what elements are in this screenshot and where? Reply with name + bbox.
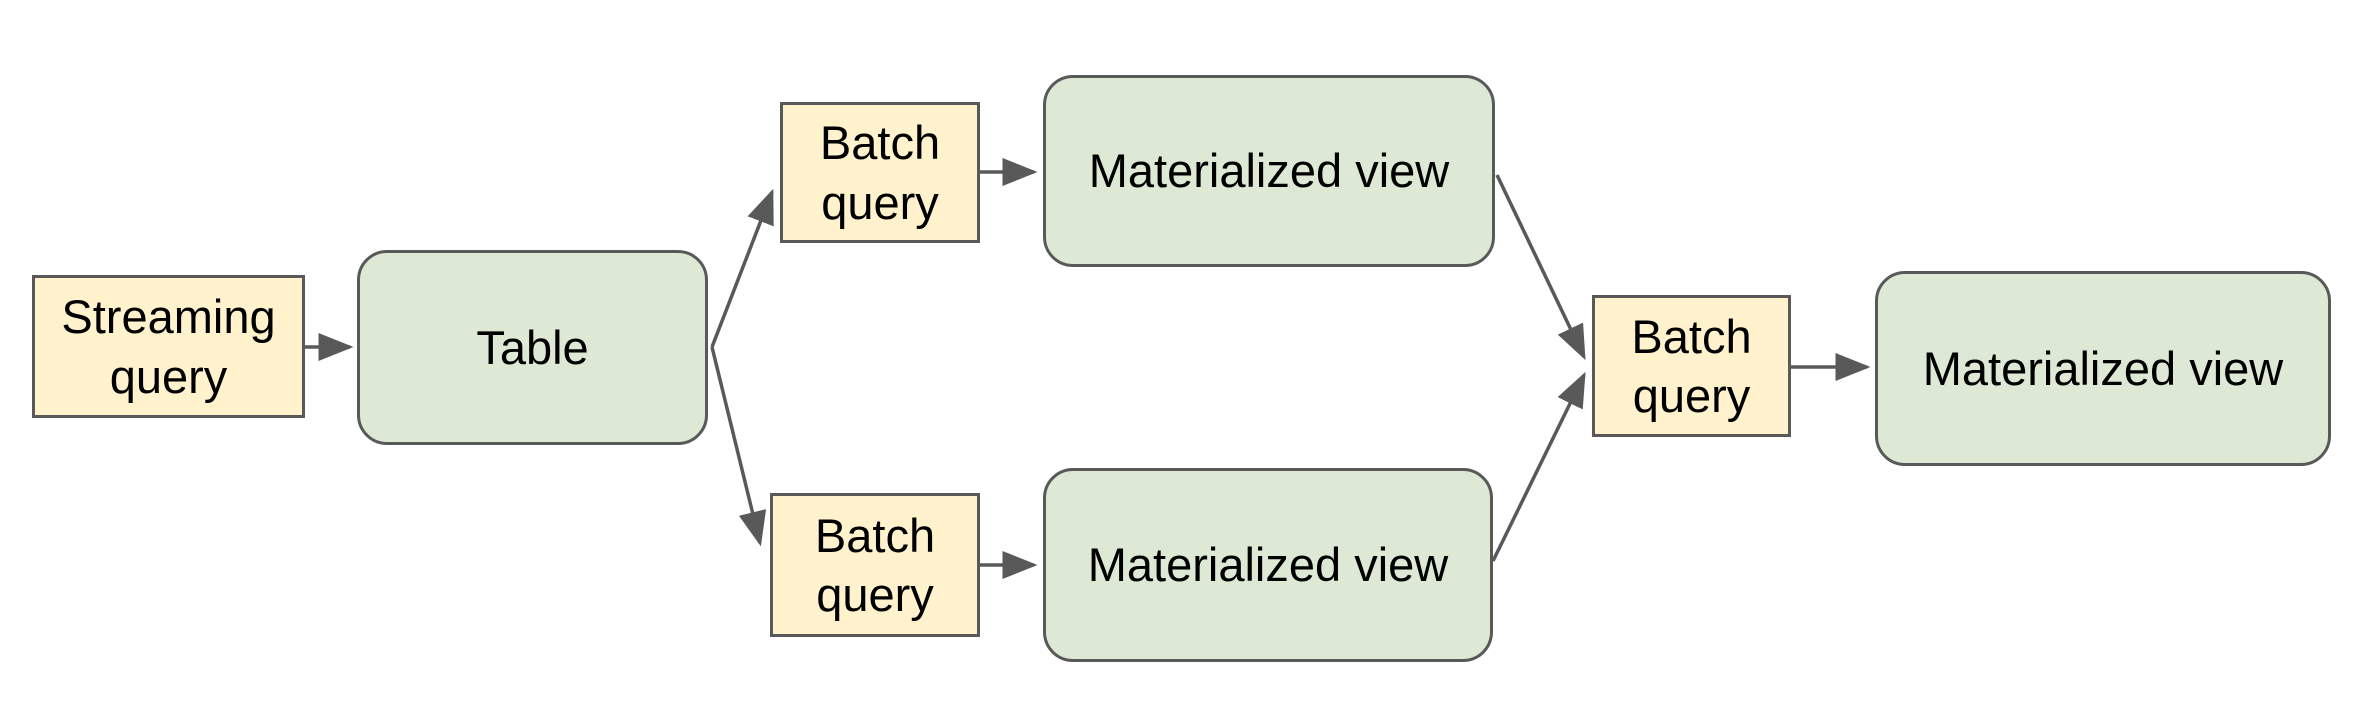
edge-table-to-batch-query-top [710,188,774,348]
node-materialized-view-top: Materialized view [1043,75,1495,267]
node-label: Materialized view [1087,538,1449,592]
node-batch-query-right: Batch query [1592,295,1791,437]
node-streaming-query: Streaming query [32,275,305,418]
node-batch-query-top: Batch query [780,102,980,243]
edge-table-to-batch-query-bottom [710,346,767,547]
node-label: Batch query [819,116,941,229]
node-table: Table [357,250,708,445]
node-label: Streaming query [61,290,276,403]
node-label: Materialized view [1922,341,2284,395]
node-label: Batch query [814,508,936,621]
node-label: Batch query [1631,309,1752,422]
edge-mv-top-to-batch-query-right [1495,174,1586,361]
node-label: Table [476,320,589,374]
node-batch-query-bottom: Batch query [770,493,980,637]
edge-mv-bottom-to-batch-query-right [1491,371,1586,562]
node-materialized-view-right: Materialized view [1875,271,2331,466]
node-label: Materialized view [1088,144,1450,198]
node-materialized-view-bottom: Materialized view [1043,468,1493,662]
